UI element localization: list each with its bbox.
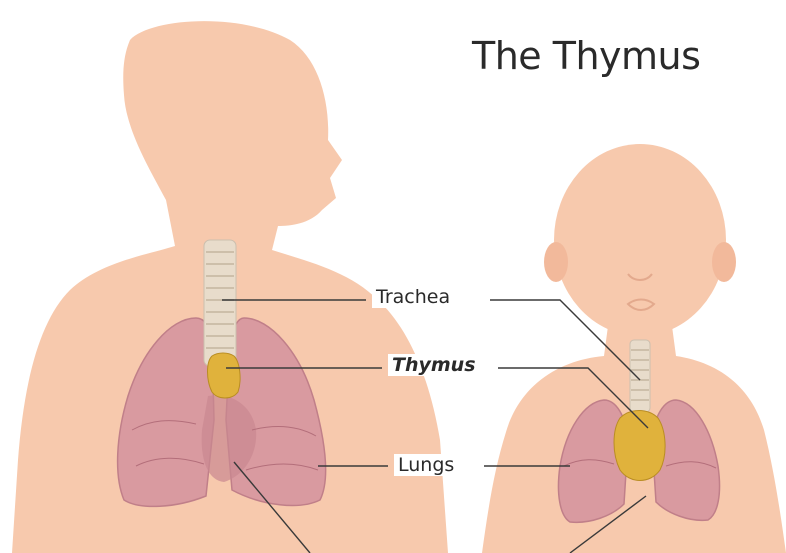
diagram-title: The Thymus bbox=[472, 34, 700, 78]
child-right-ear bbox=[712, 242, 736, 282]
adult-trachea bbox=[204, 240, 236, 366]
child-thymus bbox=[614, 411, 665, 481]
child-left-ear bbox=[544, 242, 568, 282]
adult-thymus bbox=[208, 353, 241, 398]
child-head bbox=[554, 144, 726, 336]
lungs-label: Lungs bbox=[394, 454, 458, 476]
thymus-label: Thymus bbox=[388, 354, 480, 376]
child-trachea bbox=[630, 340, 650, 412]
trachea-label: Trachea bbox=[372, 286, 454, 308]
